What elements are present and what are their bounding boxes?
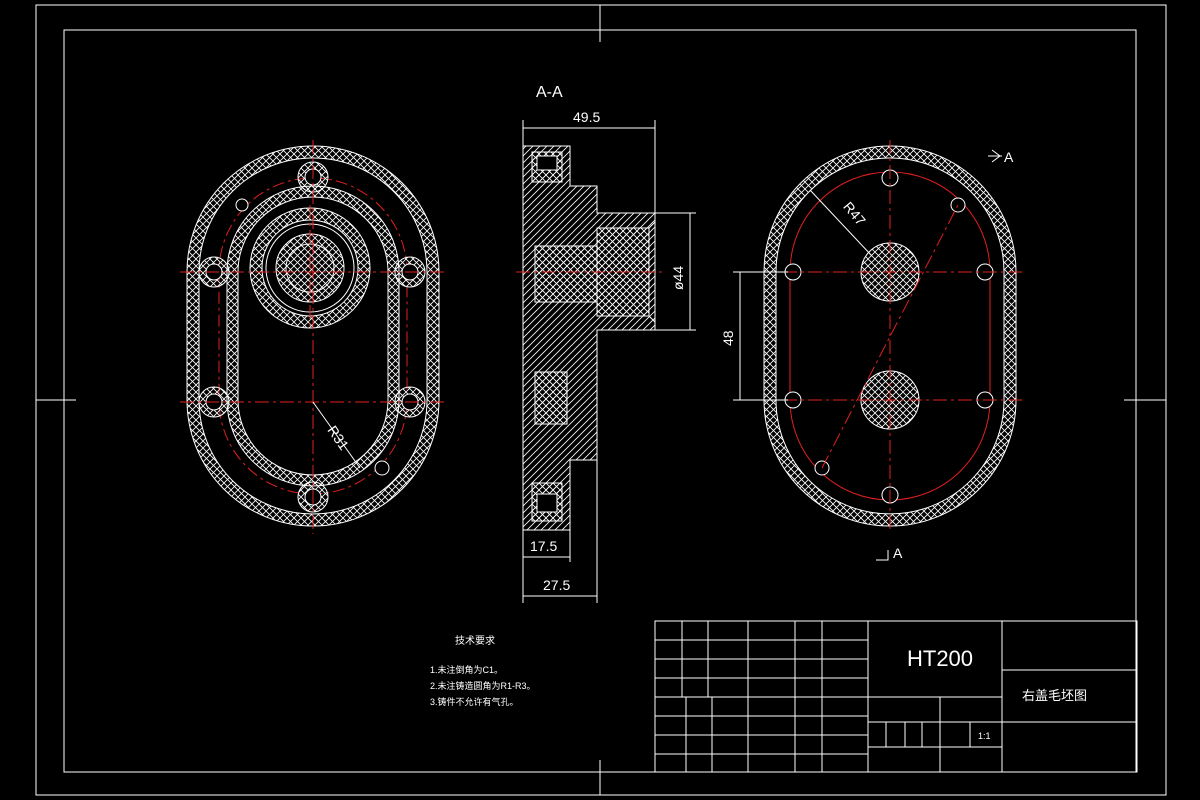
section-dimensions: [522, 120, 696, 603]
dim-center-distance: 48: [720, 330, 736, 346]
front-view: R31: [180, 140, 446, 534]
dim-boss-diameter: ø44: [670, 266, 686, 290]
tech-requirement-item: 3.铸件不允许有气孔。: [430, 696, 519, 707]
tech-requirements: 技术要求 1.未注倒角为C1。 2.未注铸造圆角为R1-R3。 3.铸件不允许有…: [430, 634, 536, 707]
title-block-scale: 1:1: [978, 731, 991, 741]
dim-body-thickness: 27.5: [543, 577, 570, 593]
cut-marker-top: A: [1004, 149, 1014, 165]
dim-radius-back: R47: [840, 199, 869, 229]
title-block-part-name: 右盖毛坯图: [1022, 688, 1087, 703]
title-block-material: HT200: [907, 646, 973, 671]
tech-requirement-item: 2.未注铸造圆角为R1-R3。: [430, 680, 536, 691]
tech-requirements-title: 技术要求: [455, 634, 495, 647]
back-view: R47 48 A A: [720, 140, 1022, 561]
back-bolt-holes: [784, 169, 994, 504]
title-block: [654, 620, 1138, 773]
dim-flange-thickness: 17.5: [530, 538, 557, 554]
dim-radius-front: R31: [324, 423, 352, 453]
cut-marker-bottom: A: [893, 545, 903, 561]
tech-requirement-item: 1.未注倒角为C1。: [430, 664, 503, 675]
section-bore: [534, 245, 598, 303]
back-center-lines: [758, 140, 1022, 532]
sheet-border: [35, 4, 1167, 796]
section-view: A-A 49.5: [516, 84, 696, 603]
section-body: [522, 145, 656, 531]
dim-overall-length: 49.5: [573, 109, 600, 125]
section-label: A-A: [536, 84, 563, 101]
